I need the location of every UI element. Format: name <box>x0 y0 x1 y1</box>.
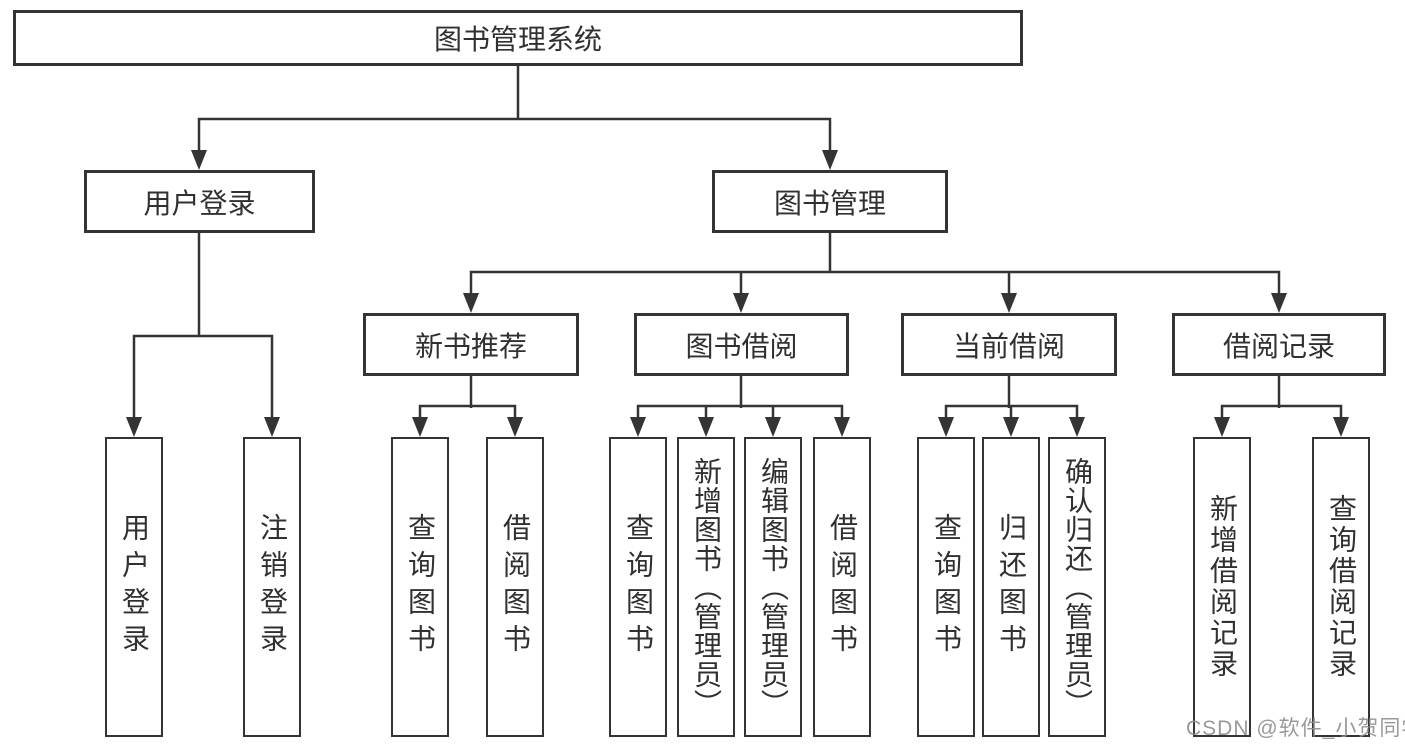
leaf-label: 借阅图书 <box>500 513 531 661</box>
node-book-management: 图书管理 <box>712 170 948 233</box>
node-new-book-recommend: 新书推荐 <box>363 313 579 376</box>
leaf-label: 编辑图书（管理员） <box>758 456 789 718</box>
leaf-label: 新增图书（管理员） <box>691 456 722 718</box>
leaf-add-borrow-record: 新增借阅记录 <box>1193 437 1251 737</box>
leaf-label: 确认归还（管理员） <box>1062 456 1093 718</box>
leaf-query-books: 查询图书 <box>391 437 449 737</box>
node-book-borrow: 图书借阅 <box>634 313 849 376</box>
leaf-logout: 注销登录 <box>243 437 301 737</box>
leaf-label: 借阅图书 <box>827 513 858 661</box>
leaf-label: 查询借阅记录 <box>1326 494 1357 680</box>
leaf-query-books: 查询图书 <box>917 437 975 737</box>
leaf-label: 新增借阅记录 <box>1207 494 1238 680</box>
leaf-query-borrow-record: 查询借阅记录 <box>1312 437 1370 737</box>
leaf-label: 用户登录 <box>119 513 150 661</box>
leaf-borrow-books: 借阅图书 <box>813 437 871 737</box>
leaf-label: 归还图书 <box>996 513 1027 661</box>
leaf-user-login: 用户登录 <box>105 437 163 737</box>
node-borrow-records: 借阅记录 <box>1172 313 1386 376</box>
leaf-edit-books-admin: 编辑图书（管理员） <box>744 437 802 737</box>
leaf-return-books: 归还图书 <box>982 437 1040 737</box>
leaf-label: 查询图书 <box>405 513 436 661</box>
node-user-login: 用户登录 <box>84 170 315 233</box>
leaf-label: 查询图书 <box>931 513 962 661</box>
leaf-add-books-admin: 新增图书（管理员） <box>677 437 735 737</box>
leaf-borrow-books: 借阅图书 <box>486 437 544 737</box>
leaf-label: 注销登录 <box>257 513 288 661</box>
node-library-system: 图书管理系统 <box>13 10 1023 66</box>
leaf-confirm-return-admin: 确认归还（管理员） <box>1048 437 1106 737</box>
node-current-borrow: 当前借阅 <box>901 313 1117 376</box>
leaf-label: 查询图书 <box>623 513 654 661</box>
csdn-watermark: CSDN @软件_小贺同学 <box>1186 717 1405 740</box>
leaf-query-books: 查询图书 <box>609 437 667 737</box>
